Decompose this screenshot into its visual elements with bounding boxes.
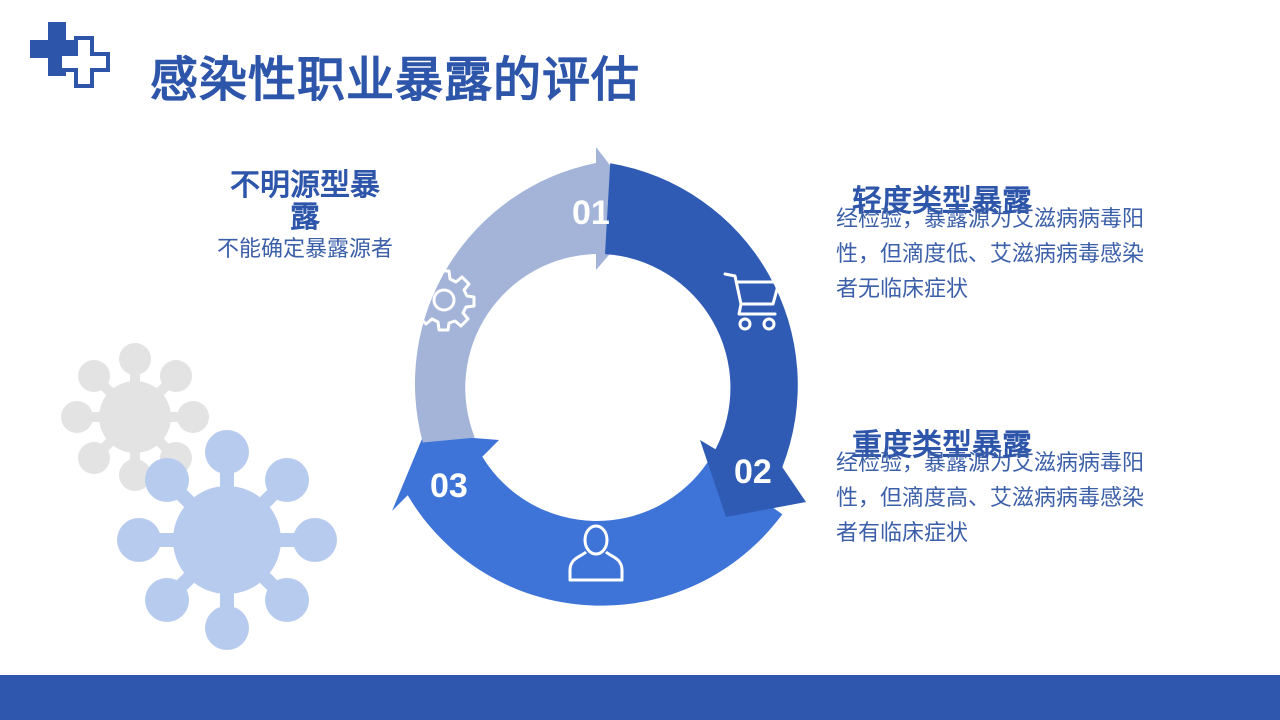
virus-gray-icon bbox=[61, 343, 209, 491]
virus-blue-icon bbox=[117, 430, 337, 650]
cycle-segment-01 bbox=[414, 147, 646, 443]
unknown-exposure-block: 不明源型暴露 不能确定暴露源者 bbox=[205, 170, 405, 267]
shopping-cart-icon bbox=[723, 272, 781, 331]
mild-exposure-block: 轻度类型暴露 经检验，暴露源为艾滋病病毒阳性，但滴度低、艾滋病病毒感染者无临床症… bbox=[836, 186, 1156, 307]
footer-bar bbox=[0, 675, 1280, 720]
mild-exposure-heading: 轻度类型暴露 bbox=[852, 184, 1032, 219]
mild-exposure-text: 经检验，暴露源为艾滋病病毒阳性，但滴度低、艾滋病病毒感染者无临床症状 bbox=[836, 207, 1145, 302]
gear-icon bbox=[412, 269, 476, 332]
severe-exposure-block: 重度类型暴露 经检验，暴露源为艾滋病病毒阳性，但滴度高、艾滋病病毒感染者有临床症… bbox=[836, 430, 1156, 551]
cycle-segment-02 bbox=[605, 163, 806, 517]
medical-cross-logo bbox=[30, 22, 110, 88]
virus-illustration bbox=[61, 343, 337, 650]
user-icon bbox=[568, 524, 624, 582]
unknown-exposure-heading: 不明源型暴露 bbox=[230, 168, 380, 235]
unknown-exposure-text: 不能确定暴露源者 bbox=[216, 237, 393, 262]
cycle-segment-03 bbox=[392, 434, 783, 606]
cycle-number-03: 03 bbox=[430, 467, 468, 505]
severe-exposure-heading: 重度类型暴露 bbox=[852, 428, 1032, 463]
page-title: 感染性职业暴露的评估 bbox=[150, 52, 641, 108]
cycle-diagram: 01 02 03 bbox=[392, 147, 806, 606]
cycle-number-01: 01 bbox=[572, 194, 610, 232]
severe-exposure-text: 经检验，暴露源为艾滋病病毒阳性，但滴度高、艾滋病病毒感染者有临床症状 bbox=[836, 451, 1145, 546]
cycle-number-02: 02 bbox=[734, 453, 772, 491]
